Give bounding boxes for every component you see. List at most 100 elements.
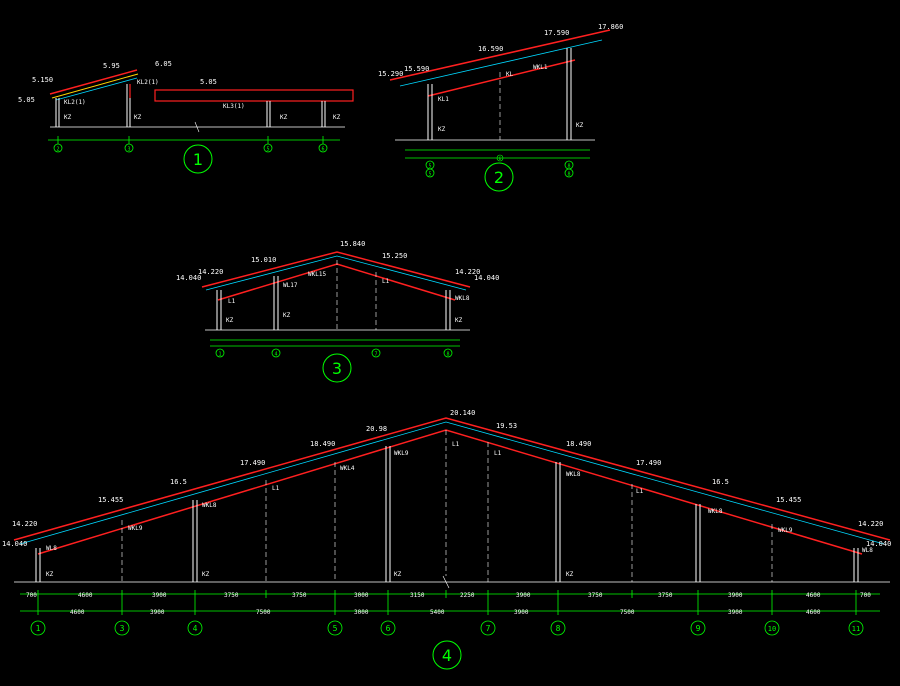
axis-label: 4 [274,352,277,358]
drawing-title: 4 [442,646,452,665]
axis-bubble [480,620,496,636]
dimension-text: 700 [860,592,871,599]
roof-line [55,77,138,101]
dimension-text: 3900 [728,609,743,616]
level-label: 15.250 [382,252,407,260]
level-label: 5.05 [200,78,217,86]
level-label: 15.590 [404,65,429,73]
roof-line [427,59,576,97]
dimension-text: 7500 [256,609,271,616]
dimension-text: 3750 [292,592,307,599]
drawing-title-bubble [183,144,213,174]
flat-beam [154,89,354,102]
dimension-text: 3000 [354,592,369,599]
level-label: 14.220 [858,520,883,528]
axis-label: 1 [218,352,221,358]
axis-label: 8 [446,352,449,358]
axis-bubble [327,620,343,636]
member-label: WL8 [46,545,57,552]
dimension-text: 3750 [588,592,603,599]
break-mark [194,121,200,133]
axis-label: 1 [36,624,41,633]
member-label: L1 [636,488,644,495]
member-label: WKL15 [308,271,326,278]
level-label: 5.05 [18,96,35,104]
axis-bubble [263,143,273,153]
member-label: WKL8 [566,471,581,478]
member-label: L1 [494,450,502,457]
member-label: L1 [452,441,460,448]
drawing-1: 2 3 5 6 5.150 5.95 6.05 5.05 5.05 KL2(1)… [18,60,354,174]
level-label: 17.590 [544,29,569,37]
level-label: 20.98 [366,425,387,433]
lower-dimensions: 4600 3900 7500 3000 5400 3900 7500 3900 … [70,609,821,616]
member-label: KZ [566,571,574,578]
axis-label: 6 [499,156,502,161]
axis-bubble [114,620,130,636]
drawing-title: 3 [332,359,342,378]
member-label: KZ [226,317,234,324]
axis-bubble [690,620,706,636]
drawing-3: 1 4 7 8 14.040 14.220 15.010 15.840 15.2… [176,240,499,383]
member-label: WKL9 [394,450,409,457]
dimension-text: 5400 [430,609,445,616]
member-label: KZ [438,126,446,133]
axis-label: 2 [56,147,59,153]
member-label: L1 [382,278,390,285]
level-label: 17.860 [598,23,623,31]
axis-label: 10 [768,625,776,633]
axis-bubble [215,348,225,358]
roof-line [19,421,885,545]
upper-dimensions: 700 4600 3900 3750 3750 3000 3150 2250 3… [26,592,871,599]
level-label: 6.05 [155,60,172,68]
member-label: KL [506,71,514,78]
member-label: KZ [64,114,72,121]
axis-bubble [124,143,134,153]
axis-label: 7 [374,352,377,358]
roof-line [49,69,138,95]
dimension-text: 3900 [516,592,531,599]
level-label: 15.455 [776,496,801,504]
level-label: 16.5 [712,478,729,486]
drawing-title: 2 [494,168,504,187]
member-label: WKL8 [202,502,217,509]
axis-bubble [564,168,574,178]
member-label: WKL8 [455,295,470,302]
level-label: 14.040 [866,540,891,548]
dimension-text: 7500 [620,609,635,616]
dimension-text: 3900 [728,592,743,599]
member-label: KZ [394,571,402,578]
roof-line [13,417,891,541]
axis-bubble [550,620,566,636]
axis-bubble [271,348,281,358]
drawing-4: 700 4600 3900 3750 3750 3000 3150 2250 3… [2,409,891,670]
level-label: 17.490 [240,459,265,467]
member-labels: WL8 WKL9 WKL8 L1 WKL4 WKL9 L1 L1 WKL8 L1… [46,441,873,578]
axis-label: 3 [120,624,125,633]
axis-bubble [848,620,864,636]
axis-label: 5 [333,624,338,633]
dimension-text: 3900 [514,609,529,616]
level-label: 14.220 [455,268,480,276]
member-label: L1 [228,298,236,305]
drawing-title: 1 [193,150,203,169]
roof-line [51,73,139,99]
level-label: 16.590 [478,45,503,53]
axis-label: 6 [386,624,391,633]
level-label: 14.040 [2,540,27,548]
axis-label: 8 [556,624,561,633]
level-label: 15.840 [340,240,365,248]
level-label: 15.290 [378,70,403,78]
axis-bubble [318,143,328,153]
axis-label: 6 [321,147,324,153]
dimension-ticks [37,590,857,615]
axis-label: 5 [266,147,269,153]
member-label: KL2(1) [137,79,159,86]
grid-lines [121,430,773,582]
columns [35,446,859,582]
member-label: KZ [576,122,584,129]
axis-bubbles: 1 3 4 5 6 7 8 9 10 11 [30,620,864,636]
member-label: KZ [134,114,142,121]
axis-bubble [764,620,780,636]
